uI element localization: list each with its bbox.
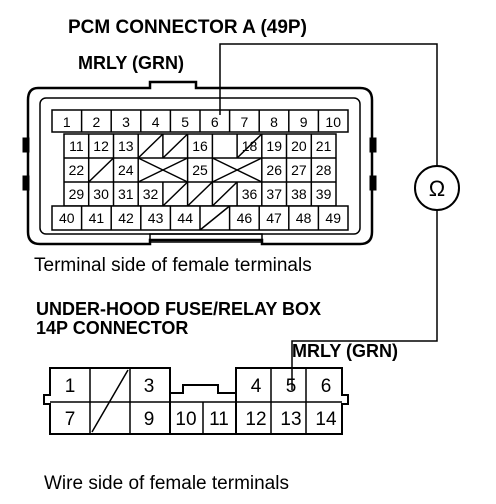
pcm-pin: 42 [118,210,134,226]
fuse-pin: 13 [280,409,301,430]
fuse-pin: 3 [144,376,155,397]
pcm-pin: 12 [93,138,109,154]
pcm-pin: 26 [266,162,282,178]
pcm-pin: 18 [242,138,258,154]
pcm-pin: 4 [152,114,160,130]
pcm-pin: 10 [325,114,341,130]
pcm-pin: 5 [181,114,189,130]
fuse-pin: 14 [315,409,337,430]
pcm-pin: 46 [237,210,253,226]
pcm-pin: 1 [63,114,71,130]
pcm-pin: 24 [118,162,134,178]
pcm-pin: 38 [291,186,307,202]
pcm-pin: 7 [241,114,249,130]
fuse-pin: 6 [321,376,332,397]
pcm-pin: 48 [296,210,312,226]
pcm-pin: 19 [266,138,282,154]
pcm-pin: 28 [316,162,332,178]
pcm-row-5 [51,205,349,231]
pcm-pin: 49 [325,210,341,226]
pcm-pin: 43 [148,210,164,226]
fuse-pin: 4 [251,376,262,397]
test-leads [219,43,438,390]
pcm-pin: 11 [69,138,84,154]
pcm-pin: 40 [59,210,75,226]
fuse-pin: 1 [65,376,76,397]
pcm-wire-label: MRLY (GRN) [78,53,184,73]
fuse-box-title-line1: UNDER-HOOD FUSE/RELAY BOX [36,299,321,319]
pcm-pin: 20 [291,138,307,154]
pcm-pin: 27 [291,162,307,178]
pcm-connector [22,80,377,246]
fuse-box-caption: Wire side of female terminals [44,473,289,494]
pcm-pin: 22 [69,162,85,178]
pcm-pin: 47 [266,210,282,226]
pcm-pin: 9 [300,114,308,130]
ohmmeter-icon: Ω [414,165,460,211]
fuse-box-grid [50,368,342,434]
fuse-pin: 9 [144,409,155,430]
fuse-pin: 11 [209,409,229,430]
fuse-pin: 5 [286,376,297,397]
pcm-row-1 [51,109,349,133]
pcm-row-5-labels: 40 41 42 43 44 46 47 48 49 [59,210,341,226]
pcm-pin: 36 [242,186,258,202]
pcm-pin: 2 [93,114,101,130]
pcm-pin: 3 [122,114,130,130]
pcm-pin: 41 [89,210,105,226]
pcm-pin: 16 [192,138,208,154]
pcm-rows-2-4-labels: 11 12 13 16 18 19 20 21 22 24 25 26 27 2… [69,138,332,202]
pcm-pin: 6 [211,114,219,130]
pcm-pin: 44 [177,210,193,226]
fuse-box-title-line2: 14P CONNECTOR [36,318,188,338]
pcm-pin: 21 [316,138,332,154]
pcm-pin: 31 [118,186,134,202]
pcm-pin: 37 [266,186,282,202]
fuse-box-wire-label: MRLY (GRN) [292,341,398,361]
pcm-pin: 13 [118,138,134,154]
pcm-pin: 25 [192,162,208,178]
ohm-symbol: Ω [429,176,445,201]
pcm-caption: Terminal side of female terminals [34,255,312,276]
pcm-pin: 29 [69,186,85,202]
pcm-row-1-labels: 1 2 3 4 5 6 7 8 9 10 [63,114,341,130]
pcm-pin: 8 [270,114,278,130]
pcm-pin: 32 [143,186,159,202]
pcm-connector-title: PCM CONNECTOR A (49P) [68,17,307,38]
fuse-pin: 10 [175,409,196,430]
fuse-box-labels: 1 3 4 5 6 7 9 10 11 12 13 14 [65,376,337,430]
fuse-pin: 12 [245,409,266,430]
pcm-pin: 39 [316,186,332,202]
pcm-pin: 30 [93,186,109,202]
pcm-blank-cells [88,133,263,207]
fuse-pin: 7 [65,409,76,430]
